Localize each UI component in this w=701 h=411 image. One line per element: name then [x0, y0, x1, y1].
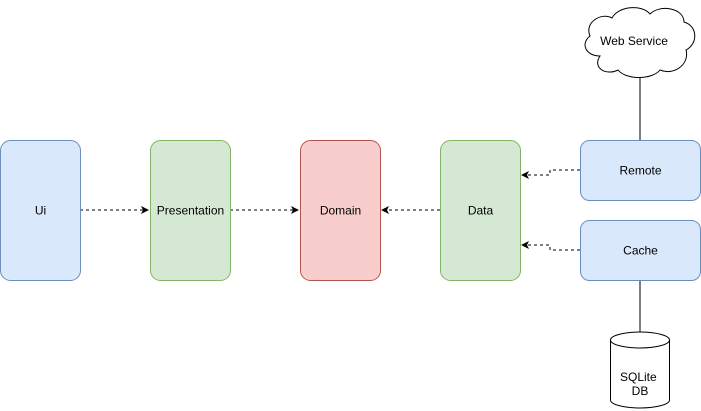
node-domain: Domain: [300, 140, 381, 281]
domain-label: Domain: [320, 204, 361, 218]
cache-to-data-arrow: [521, 241, 580, 251]
sqlite-db-label-line1: SQLite: [620, 370, 657, 384]
sqlite-db-label-line2: DB: [632, 384, 649, 398]
remote-to-data-arrow: [521, 169, 580, 179]
ui-box: [0, 140, 81, 281]
presentation-box: [150, 140, 231, 281]
node-cache: Cache: [580, 220, 701, 281]
database-top: [610, 331, 670, 349]
cloud-icon: [584, 7, 696, 78]
data-label: Data: [468, 204, 494, 218]
node-web-service: Web Service: [584, 7, 696, 78]
connectors: [80, 76, 641, 332]
domain-box: [300, 140, 381, 281]
web-service-label: Web Service: [600, 34, 668, 48]
ui-label: Ui: [35, 204, 46, 218]
node-presentation: Presentation: [150, 140, 231, 281]
remote-label: Remote: [619, 164, 661, 178]
database-icon: [610, 340, 670, 409]
node-sqlite-db: SQLite DB: [610, 331, 670, 409]
presentation-label: Presentation: [157, 204, 224, 218]
node-data: Data: [440, 140, 521, 281]
data-box: [440, 140, 521, 281]
sqlite-db-label: SQLite DB: [620, 370, 660, 398]
cache-label: Cache: [623, 244, 658, 258]
node-ui: Ui: [0, 140, 81, 281]
node-remote: Remote: [580, 140, 701, 201]
